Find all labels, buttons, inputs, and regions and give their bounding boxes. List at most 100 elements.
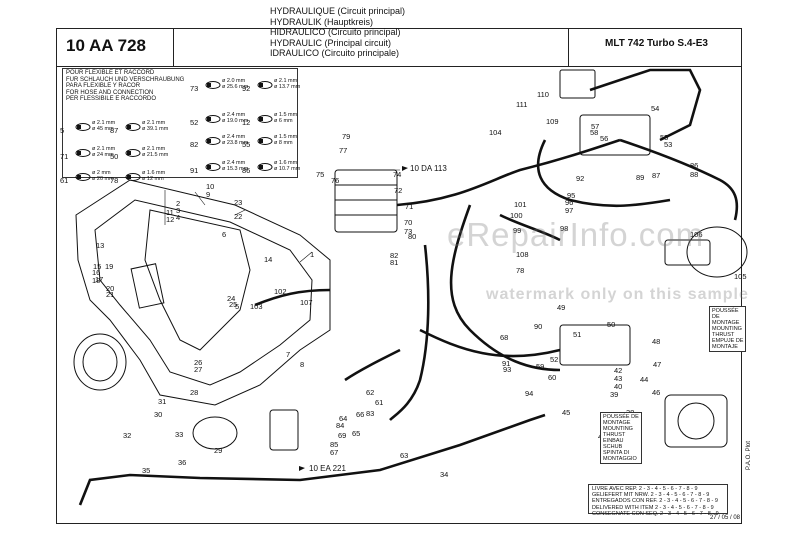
legend-spec: ø 21.5 mm [142,152,169,158]
callout-20: 20 [106,284,115,293]
legend-spec: ø 1.6 mm [274,160,298,166]
callout-57: 57 [591,122,600,131]
callout-49: 49 [557,303,566,312]
top-valve [559,69,596,99]
legend-ref: 78 [110,176,119,185]
callout-92: 92 [576,174,585,183]
hose-main-6 [536,139,671,208]
legend-spec: ø 24 mm [92,152,114,158]
section-titles: HYDRAULIQUE (Circuit principal) HYDRAULI… [270,6,405,59]
callout-2: 2 [176,199,181,208]
hose-main-7 [389,244,430,421]
legend-spec: ø 10.7 mm [274,166,301,172]
callout-82: 82 [390,251,399,260]
pump-flange-inner [82,342,118,382]
model-divider [568,28,569,66]
callout-59: 59 [536,362,545,371]
callout-85: 85 [330,440,339,449]
legend-spec: ø 1.6 mm [142,170,166,176]
legend-spec: ø 2.4 mm [222,112,246,118]
callout-104: 104 [489,128,502,137]
legend-spec: ø 1.5 mm [274,134,298,140]
callout-76: 76 [331,176,340,185]
clamp-icon [75,173,91,181]
legend-spec: ø 12 mm [142,176,164,182]
callout-73: 73 [404,227,413,236]
pao-mark: P.A.O. Plot [746,441,752,470]
clamp-icon [205,137,221,145]
callout-66: 66 [356,410,365,419]
legend-spec: ø 6 mm [274,118,293,124]
callout-33: 33 [175,430,184,439]
callout-109: 109 [546,117,559,126]
callout-65: 65 [352,429,361,438]
callout-8: 8 [300,360,305,369]
callout-43: 43 [614,374,623,383]
callout-97: 97 [565,206,574,215]
hydraulic-pump [664,394,728,448]
callout-16: 16 [92,268,101,277]
legend-ref: 82 [190,140,199,149]
watermark-site: eRepairInfo.com [447,216,705,253]
callout-107: 107 [300,298,313,307]
clamp-icon [125,123,141,131]
title-en: HYDRAULIC (Principal circuit) [270,37,392,48]
callout-99: 99 [513,226,522,235]
legend-spec: ø 2.1 mm [142,146,166,152]
callout-75: 75 [316,170,325,179]
title-es: HIDRAULICO (Circuito principal) [270,27,401,38]
legend-spec: ø 25.6 mm [222,84,249,90]
callout-62: 62 [366,388,375,397]
revision-date: 27 / 05 / 08 [709,515,740,521]
hose-main-9 [254,288,331,307]
callout-88: 88 [690,170,699,179]
header-divider [56,66,742,67]
clamp-icon [257,163,273,171]
clamp-icon [205,163,221,171]
legend-spec: ø 45 mm [92,126,114,132]
callout-67: 67 [330,448,339,457]
callout-83: 83 [366,409,375,418]
clamp-icon [75,123,91,131]
callout-15: 15 [93,262,102,271]
legend-title: POUR FLEXIBLE ET RACCORD FUR SCHLAUCH UN… [66,70,185,103]
callout-91: 91 [502,359,511,368]
callout-86: 86 [690,161,699,170]
legend-spec: ø 2.1 mm [92,120,116,126]
part-ref-arrows [299,166,408,471]
hose-main-5 [619,138,739,221]
legend-ref: 91 [190,166,199,175]
callout-10: 10 [206,182,215,191]
return-filter [192,416,238,450]
callout-17: 17 [95,275,104,284]
legend-ref: 50 [110,152,119,161]
callout-5: 5 [235,302,240,311]
callout-105: 105 [734,272,747,281]
legend-spec: ø 15.3 mm [222,166,249,172]
title-de: HYDRAULIK (Hauptkreis) [270,16,374,27]
fuel-tank [144,209,251,351]
callout-89: 89 [636,173,645,182]
callout-9: 9 [206,190,211,199]
callout-14: 14 [264,255,273,264]
hose-main-2 [419,328,561,358]
control-valve-block [334,169,398,233]
callout-55: 55 [660,133,669,142]
callout-100: 100 [510,211,523,220]
callout-6: 6 [222,230,227,239]
tank-cylinder [686,226,748,278]
legend-spec: ø 20 mm [92,176,114,182]
callout-94: 94 [525,389,534,398]
callout-64: 64 [339,414,348,423]
callout-52: 52 [550,355,559,364]
hose-main-4 [589,68,702,142]
legend-spec: ø 1.5 mm [274,112,298,118]
callout-106: 106 [690,230,703,239]
legend-ref: 92 [242,84,251,93]
callout-96: 96 [565,198,574,207]
callout-22: 22 [234,212,243,221]
legend-spec: ø 13.7 mm [274,84,301,90]
legend-spec: ø 23.8 mm [222,140,249,146]
callout-4: 4 [176,213,181,222]
